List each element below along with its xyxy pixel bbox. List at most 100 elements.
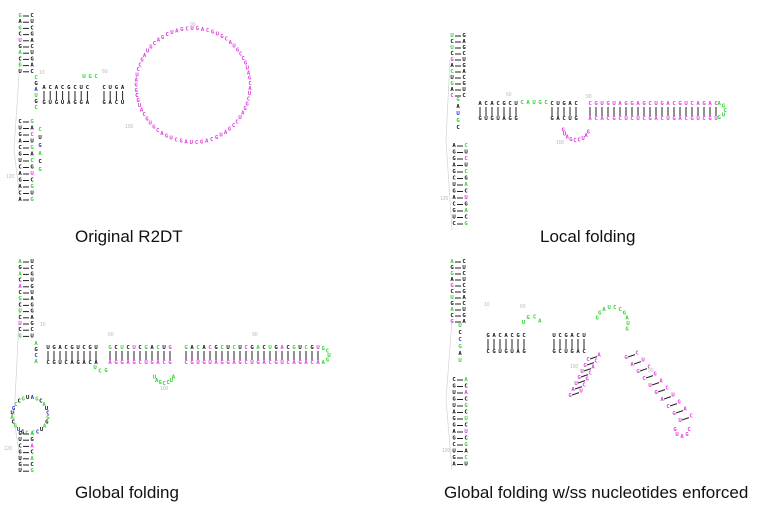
nucleotide: A	[126, 360, 130, 366]
nucleotide: A	[143, 53, 147, 59]
nucleotide: G	[45, 419, 49, 425]
nucleotide: C	[456, 125, 459, 131]
nucleotide: C	[672, 101, 675, 107]
nucleotide: C	[464, 423, 467, 429]
nucleotide: C	[244, 345, 247, 351]
nucleotide: A	[450, 259, 454, 265]
nucleotide: G	[211, 29, 215, 35]
nucleotide: A	[202, 345, 206, 351]
nucleotide: G	[550, 116, 554, 122]
nucleotide: C	[247, 96, 250, 102]
nucleotide: G	[18, 431, 22, 437]
nucleotide: U	[626, 321, 630, 327]
nucleotide: G	[653, 372, 657, 378]
nucleotide: A	[458, 351, 462, 357]
base-pair-bond	[669, 403, 678, 407]
nucleotide: U	[46, 345, 50, 351]
nucleotide: G	[568, 393, 572, 399]
nucleotide: A	[492, 333, 496, 339]
nucleotide: A	[678, 116, 682, 122]
nucleotide: U	[496, 116, 500, 122]
nucleotide: G	[562, 127, 566, 133]
nucleotide: G	[184, 345, 188, 351]
nucleotide: U	[190, 26, 194, 32]
nucleotide: G	[492, 349, 496, 355]
position-number: 100	[570, 364, 579, 370]
nucleotide: A	[556, 116, 560, 122]
nucleotide: C	[138, 62, 141, 68]
nucleotide: C	[138, 360, 141, 366]
nucleotide: U	[30, 139, 34, 145]
nucleotide: U	[458, 358, 462, 364]
nucleotide: G	[672, 411, 676, 417]
nucleotide: A	[55, 85, 59, 91]
nucleotide: G	[34, 347, 38, 353]
nucleotide: C	[196, 345, 199, 351]
nucleotide: U	[608, 305, 612, 311]
nucleotide: A	[452, 195, 456, 201]
nucleotide: C	[452, 442, 455, 448]
nucleotide: A	[618, 101, 622, 107]
nucleotide: U	[563, 131, 567, 137]
nucleotide: G	[464, 442, 468, 448]
nucleotide: G	[569, 137, 573, 143]
base-pair-bond	[639, 368, 648, 372]
nucleotide: G	[18, 450, 22, 456]
nucleotide: C	[588, 101, 591, 107]
nucleotide: C	[452, 202, 455, 208]
nucleotide: G	[104, 368, 108, 374]
nucleotide: C	[464, 397, 467, 403]
nucleotide: G	[30, 32, 34, 38]
nucleotide: U	[94, 345, 98, 351]
nucleotide: C	[588, 371, 591, 377]
nucleotide: U	[18, 468, 22, 474]
nucleotide: G	[180, 27, 184, 33]
nucleotide: U	[18, 437, 22, 443]
nucleotide: G	[570, 349, 574, 355]
nucleotide: G	[52, 345, 56, 351]
nucleotide: U	[162, 345, 166, 351]
nucleotide: A	[121, 85, 125, 91]
nucleotide: A	[232, 360, 236, 366]
nucleotide: G	[464, 403, 468, 409]
nucleotide: G	[30, 468, 34, 474]
nucleotide: U	[552, 333, 556, 339]
nucleotide: U	[17, 427, 21, 433]
nucleotide: A	[462, 295, 466, 301]
nucleotide: U	[564, 349, 568, 355]
nucleotide: C	[544, 100, 547, 106]
nucleotide: C	[18, 278, 21, 284]
nucleotide: G	[140, 58, 144, 64]
nucleotide: A	[140, 108, 144, 114]
nucleotide: U	[268, 345, 272, 351]
nucleotide: C	[286, 345, 289, 351]
nucleotide: A	[683, 407, 687, 413]
nucleotide: G	[18, 63, 22, 69]
nucleotide: A	[30, 443, 34, 449]
position-number: 100	[556, 140, 565, 146]
nucleotide: G	[73, 100, 77, 106]
nucleotide: C	[115, 100, 118, 106]
nucleotide: G	[244, 61, 248, 67]
nucleotide: C	[458, 337, 461, 343]
nucleotide: U	[456, 111, 460, 117]
nucleotide: G	[625, 327, 629, 333]
nucleotide: U	[18, 321, 22, 327]
nucleotide: A	[224, 130, 228, 136]
nucleotide: G	[18, 265, 22, 271]
nucleotide: A	[452, 462, 456, 468]
nucleotide: A	[262, 360, 266, 366]
nucleotide: U	[514, 101, 518, 107]
nucleotide: C	[268, 360, 271, 366]
nucleotide: A	[214, 360, 218, 366]
position-number: 10	[484, 302, 490, 308]
nucleotide: A	[576, 349, 580, 355]
position-number: 120	[6, 174, 15, 180]
nucleotide: G	[624, 355, 628, 361]
nucleotide: C	[642, 376, 645, 382]
nucleotide: A	[322, 360, 326, 366]
caption-global-folding: Global folding	[75, 483, 179, 502]
nucleotide: C	[135, 93, 138, 99]
nucleotide: G	[196, 26, 200, 32]
